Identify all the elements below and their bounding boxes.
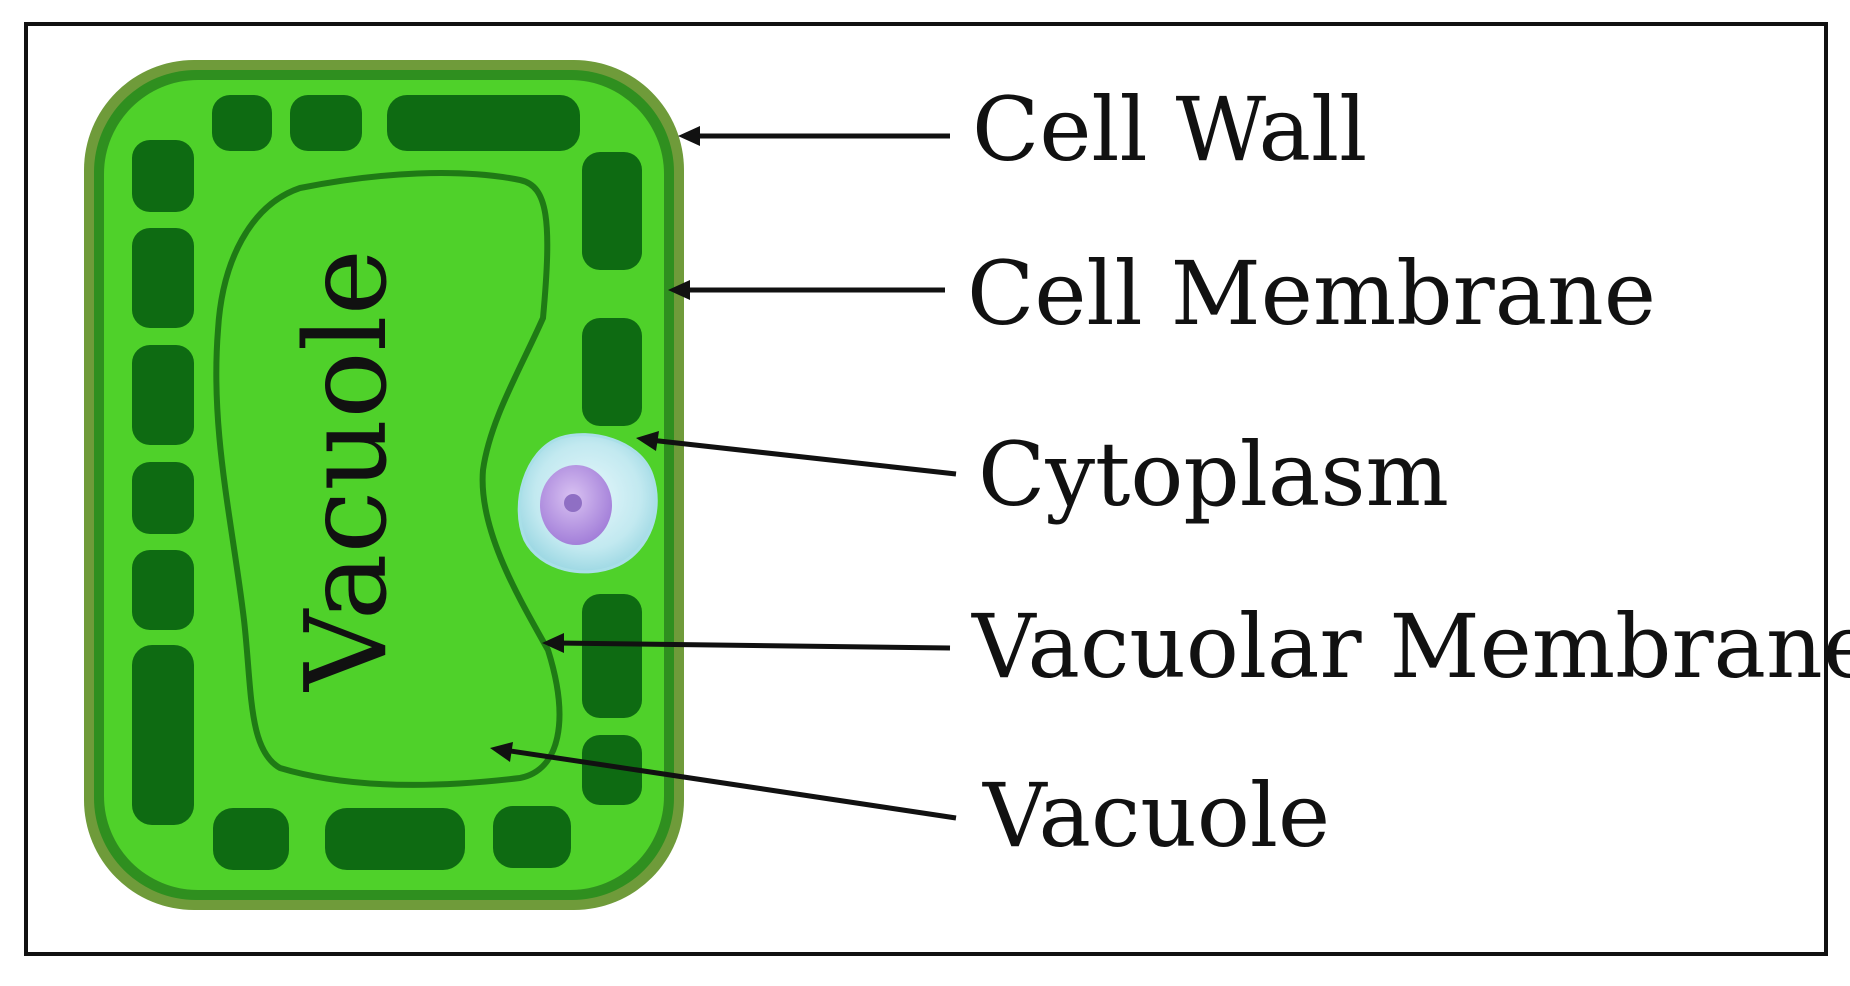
nucleus <box>517 433 658 574</box>
chloroplast <box>582 735 642 805</box>
chloroplasts <box>132 95 642 870</box>
chloroplast <box>213 808 289 870</box>
chloroplast <box>132 228 194 328</box>
arrow-cytoplasm <box>649 437 957 477</box>
chloroplast <box>325 808 465 870</box>
arrow-head-cytoplasm <box>636 431 659 451</box>
label-vacuole: Vacuole <box>982 764 1330 867</box>
arrow-head-vacuolar-membrane <box>542 633 564 653</box>
arrow-head-cell-wall <box>678 126 700 146</box>
chloroplast <box>582 152 642 270</box>
chloroplast <box>290 95 362 151</box>
chloroplast <box>493 806 571 868</box>
label-cell-wall: Cell Wall <box>972 78 1367 181</box>
vacuole-inside-label: Vacuole <box>282 249 412 693</box>
label-cell-membrane: Cell Membrane <box>967 242 1656 345</box>
nucleolus <box>564 494 582 512</box>
label-vacuolar-membrane: Vacuolar Membrane <box>971 595 1850 698</box>
leader-lines <box>490 126 957 821</box>
chloroplast <box>132 550 194 630</box>
chloroplast <box>132 645 194 825</box>
chloroplast <box>582 318 642 426</box>
chloroplast <box>132 345 194 445</box>
chloroplast <box>387 95 580 151</box>
label-cytoplasm: Cytoplasm <box>978 423 1449 526</box>
arrow-vacuolar-membrane <box>555 640 951 651</box>
chloroplast <box>132 462 194 534</box>
chloroplast <box>582 594 642 718</box>
vacuole <box>213 170 563 788</box>
arrow-head-cell-membrane <box>668 280 690 300</box>
chloroplast <box>212 95 272 151</box>
arrow-head-vacuole <box>490 742 513 762</box>
chloroplast <box>132 140 194 212</box>
arrow-vacuole <box>503 747 957 821</box>
